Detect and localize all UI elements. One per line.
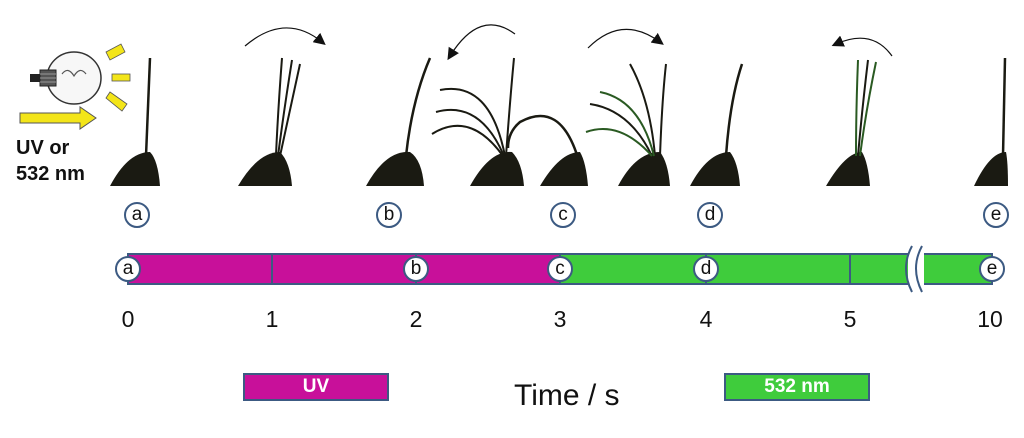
light-arrow	[19, 106, 97, 130]
light-source-label-line1: UV or	[16, 137, 70, 159]
frame-label-b: b	[376, 202, 402, 228]
timeline-state-b: b	[403, 256, 429, 282]
axis-break-icon	[905, 245, 924, 293]
plant-frame-c	[506, 114, 588, 186]
frame-label-c: c	[550, 202, 576, 228]
plant-frame-5s	[826, 35, 893, 186]
plant-frame-a	[110, 57, 160, 186]
plant-frame-e	[974, 57, 1008, 186]
tick-label-1: 1	[265, 306, 279, 332]
frame-label-a: a	[124, 202, 150, 228]
plant-frame-b	[366, 57, 432, 186]
frame-label-d: d	[697, 202, 723, 228]
tick-label-10: 10	[977, 306, 1003, 332]
tick-label-0: 0	[121, 306, 135, 332]
timeline-state-c: c	[547, 256, 573, 282]
tick-label-4: 4	[699, 306, 713, 332]
legend-uv: UV	[243, 373, 389, 401]
frame-label-e: e	[983, 202, 1009, 228]
tick-label-3: 3	[553, 306, 567, 332]
light-source-label-line2: 532 nm	[16, 163, 85, 185]
timeline-state-a: a	[115, 256, 141, 282]
plant-frame-3-5s	[585, 28, 670, 186]
plant-frame-2-5s	[431, 24, 524, 186]
light-rays	[105, 43, 131, 112]
timeline-state-d: d	[693, 256, 719, 282]
axis-title: Time / s	[514, 379, 620, 412]
plant-frame-d	[690, 63, 744, 186]
timeline-state-e: e	[979, 256, 1005, 282]
light-bulb-icon	[30, 51, 102, 105]
plant-frame-1s	[238, 27, 326, 186]
tick-label-5: 5	[843, 306, 857, 332]
tick-label-2: 2	[409, 306, 423, 332]
legend-532nm: 532 nm	[724, 373, 870, 401]
